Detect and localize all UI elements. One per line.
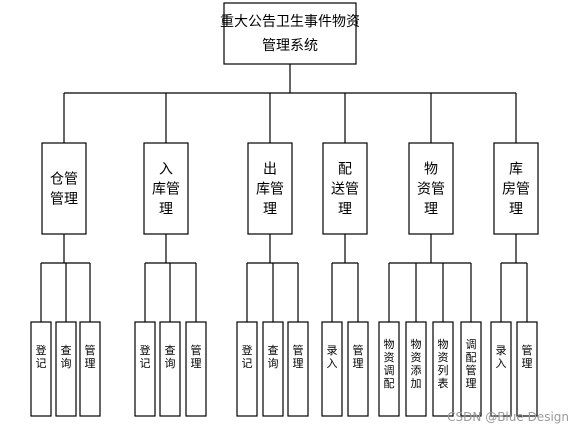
leaf-label-char: 理 <box>353 357 364 370</box>
leaf-label-char: 资 <box>384 351 395 364</box>
leaf-label-char: 理 <box>466 377 477 390</box>
module-label-line: 入 <box>159 162 173 178</box>
leaf-label-char: 资 <box>411 351 422 364</box>
leaf-label-char: 管 <box>85 343 96 357</box>
leaf-label-char: 查 <box>268 343 279 357</box>
leaf-label-char: 录 <box>327 344 338 357</box>
leaf-box <box>347 321 369 417</box>
leaf-box <box>516 321 538 417</box>
module-box <box>493 142 539 235</box>
leaf-label-char: 登 <box>36 343 47 357</box>
leaf-label-char: 入 <box>327 357 338 370</box>
leaf-box <box>378 321 400 417</box>
leaf-label-char: 列 <box>438 363 449 377</box>
module-box <box>143 142 189 235</box>
leaf-box <box>287 321 309 417</box>
module-label-line: 库管 <box>256 182 284 198</box>
leaf-label-char: 理 <box>85 357 96 370</box>
leaf-label-char: 查 <box>61 343 72 357</box>
leaf-label-char: 询 <box>165 357 176 370</box>
module-label-line: 资管 <box>417 182 445 198</box>
module-label-line: 理 <box>338 202 352 218</box>
leaf-label-char: 管 <box>191 343 202 357</box>
leaf-box <box>432 321 454 417</box>
leaf-label-char: 询 <box>61 357 72 370</box>
leaf-label-char: 查 <box>165 343 176 357</box>
module-box <box>247 142 293 235</box>
root-title-line: 重大公告卫生事件物资 <box>220 14 360 30</box>
module-label-line: 库 <box>509 162 523 178</box>
module-label-line: 送管 <box>331 182 359 198</box>
module-label-line: 配 <box>338 162 352 178</box>
leaf-label-char: 加 <box>411 377 422 390</box>
leaf-label-char: 记 <box>242 357 253 370</box>
leaf-label-char: 管 <box>466 363 477 377</box>
module-label-line: 出 <box>263 162 277 178</box>
leaf-label-char: 理 <box>191 357 202 370</box>
module-label-line: 仓管 <box>50 172 78 188</box>
module-label-line: 理 <box>263 202 277 218</box>
leaf-box <box>159 321 181 417</box>
root-title-line: 管理系统 <box>262 38 318 54</box>
module-label-line: 库管 <box>152 182 180 198</box>
leaf-label-char: 物 <box>384 337 395 351</box>
leaf-box <box>490 321 512 417</box>
module-box <box>322 142 368 235</box>
leaf-box <box>30 321 52 417</box>
leaf-label-char: 表 <box>438 376 449 390</box>
leaf-label-char: 配 <box>384 377 395 390</box>
module-label-line: 理 <box>424 202 438 218</box>
leaf-box <box>460 321 482 417</box>
leaf-box <box>79 321 101 417</box>
leaf-label-char: 管 <box>353 343 364 357</box>
leaf-label-char: 登 <box>242 343 253 357</box>
module-label-line: 管理 <box>50 192 78 208</box>
module-label-line: 理 <box>509 202 523 218</box>
leaf-label-char: 物 <box>411 337 422 351</box>
leaf-label-char: 录 <box>496 344 507 357</box>
leaf-label-char: 记 <box>140 357 151 370</box>
leaf-box <box>185 321 207 417</box>
watermark: CSDN @Blue Design <box>447 410 569 424</box>
leaf-box <box>321 321 343 417</box>
leaf-box <box>405 321 427 417</box>
root-box <box>223 2 357 65</box>
leaf-box <box>55 321 77 417</box>
module-label-line: 理 <box>159 202 173 218</box>
leaf-label-char: 管 <box>522 343 533 357</box>
leaf-label-char: 询 <box>268 357 279 370</box>
leaf-label-char: 添 <box>411 363 422 377</box>
leaf-label-char: 管 <box>293 343 304 357</box>
leaf-label-char: 调 <box>384 364 395 377</box>
leaf-box <box>236 321 258 417</box>
leaf-label-char: 资 <box>438 351 449 364</box>
module-box <box>408 142 454 235</box>
leaf-label-char: 理 <box>522 357 533 370</box>
module-label-line: 房管 <box>502 182 530 198</box>
leaf-box <box>262 321 284 417</box>
leaf-label-char: 物 <box>438 337 449 351</box>
leaf-label-char: 配 <box>466 351 477 364</box>
leaf-label-char: 记 <box>36 357 47 370</box>
leaf-label-char: 调 <box>466 338 477 351</box>
leaf-label-char: 入 <box>496 357 507 370</box>
leaf-box <box>134 321 156 417</box>
module-label-line: 物 <box>424 162 438 178</box>
leaf-label-char: 登 <box>140 343 151 357</box>
leaf-label-char: 理 <box>293 357 304 370</box>
module-box <box>41 142 87 235</box>
